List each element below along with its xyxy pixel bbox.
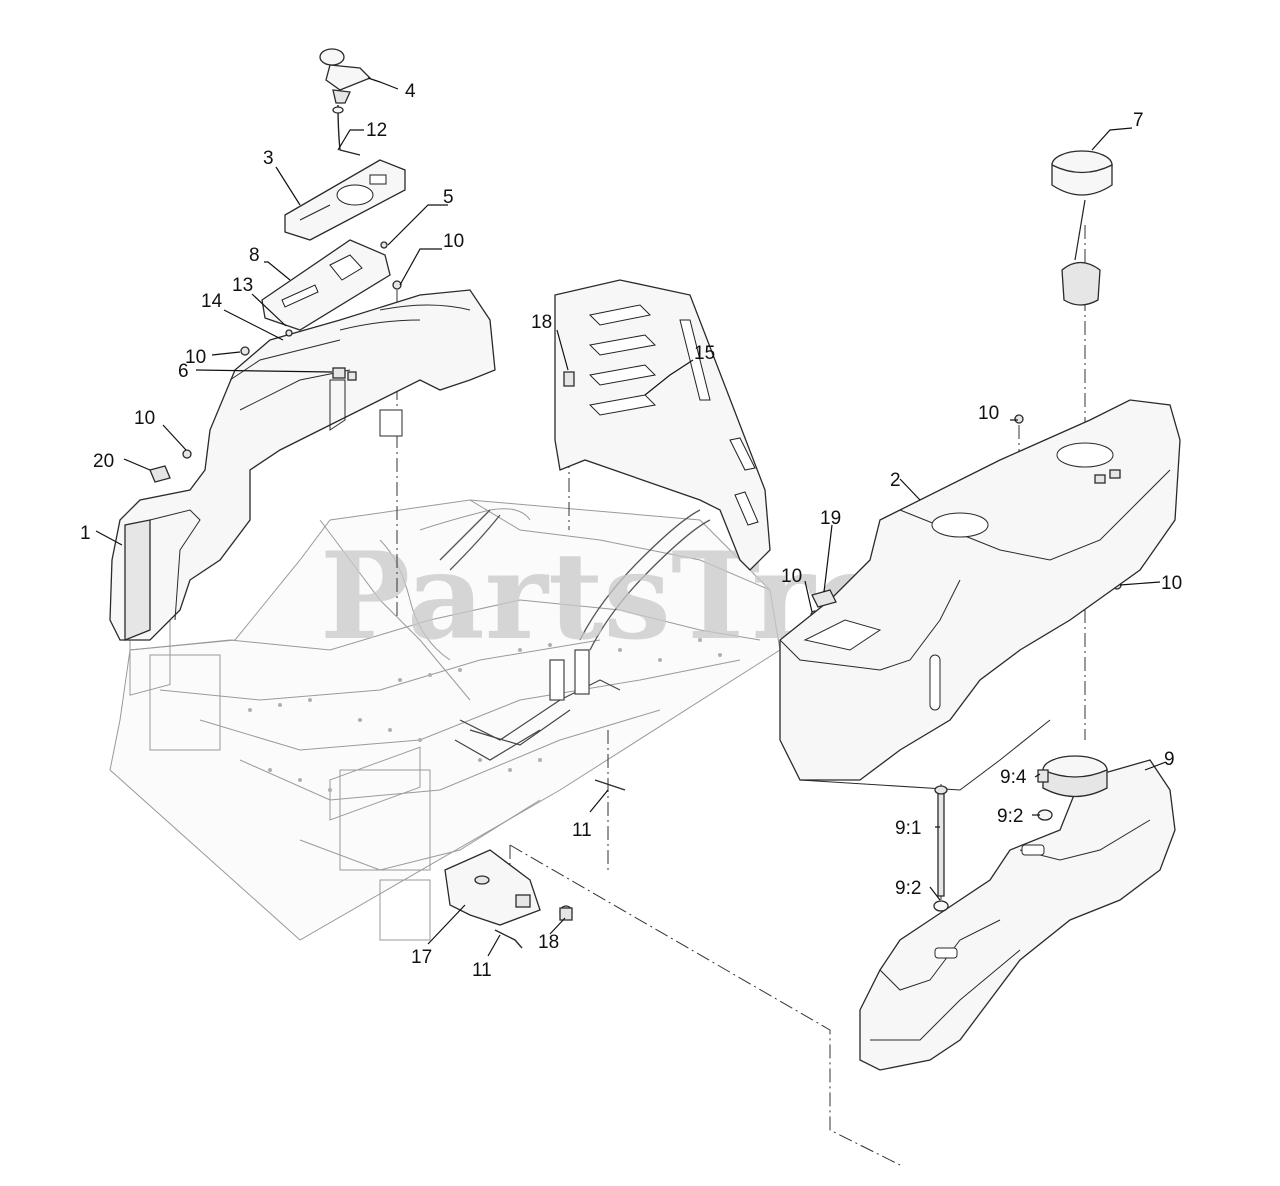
callout-14: 14 (201, 291, 223, 312)
part-9-fuel-tank (859, 755, 1176, 1071)
callout-9-1: 9:1 (895, 818, 921, 839)
part-1-left-console (109, 289, 496, 641)
part-2-right-console (779, 399, 1181, 791)
callout-10-console: 10 (978, 403, 999, 424)
callout-8: 8 (249, 245, 260, 266)
callout-labels: 4 12 3 5 8 10 13 14 10 6 10 20 1 18 15 7… (80, 81, 1182, 981)
callout-9-2-upper: 9:2 (997, 806, 1023, 827)
callout-15: 15 (694, 343, 715, 364)
callout-10-top: 10 (443, 231, 464, 252)
callout-10-front: 10 (781, 566, 802, 587)
part-17-lower-bracket (444, 849, 541, 926)
part-15-seat-plate (554, 279, 771, 571)
callout-7: 7 (1133, 110, 1144, 131)
callout-4: 4 (405, 81, 416, 102)
callout-18-top: 18 (531, 312, 552, 333)
part-6-bracket (332, 367, 357, 381)
callout-9: 9 (1164, 749, 1175, 770)
callout-3: 3 (263, 148, 274, 169)
callout-9-2-lower: 9:2 (895, 878, 921, 899)
callout-10-fender: 10 (134, 408, 155, 429)
callout-20: 20 (93, 451, 114, 472)
part-3-decal-plate (284, 159, 406, 241)
callout-6: 6 (178, 361, 189, 382)
part-8-console-plate (261, 239, 391, 331)
callout-11-center: 11 (572, 820, 592, 841)
callout-10-right: 10 (1161, 573, 1182, 594)
callout-10-left: 10 (185, 347, 206, 368)
callout-9-4: 9:4 (1000, 767, 1027, 788)
part-11-clips (494, 779, 626, 949)
part-4-throttle-knob (319, 48, 372, 104)
leader-lines (95, 77, 1167, 957)
callout-18-bottom: 18 (538, 932, 559, 953)
callout-11-bottom: 11 (472, 960, 492, 981)
callout-1: 1 (80, 523, 91, 544)
part-12-cable (332, 104, 361, 156)
part-18-bolts (559, 371, 575, 921)
callout-13: 13 (232, 275, 253, 296)
callout-17: 17 (411, 947, 432, 968)
part-9-sub-components (933, 769, 1053, 912)
callout-19: 19 (820, 508, 841, 529)
callout-5: 5 (443, 187, 454, 208)
part-7-fuel-cap (1051, 150, 1113, 306)
chassis-frame (109, 499, 781, 941)
callout-12: 12 (366, 120, 387, 141)
callout-2: 2 (890, 470, 901, 491)
